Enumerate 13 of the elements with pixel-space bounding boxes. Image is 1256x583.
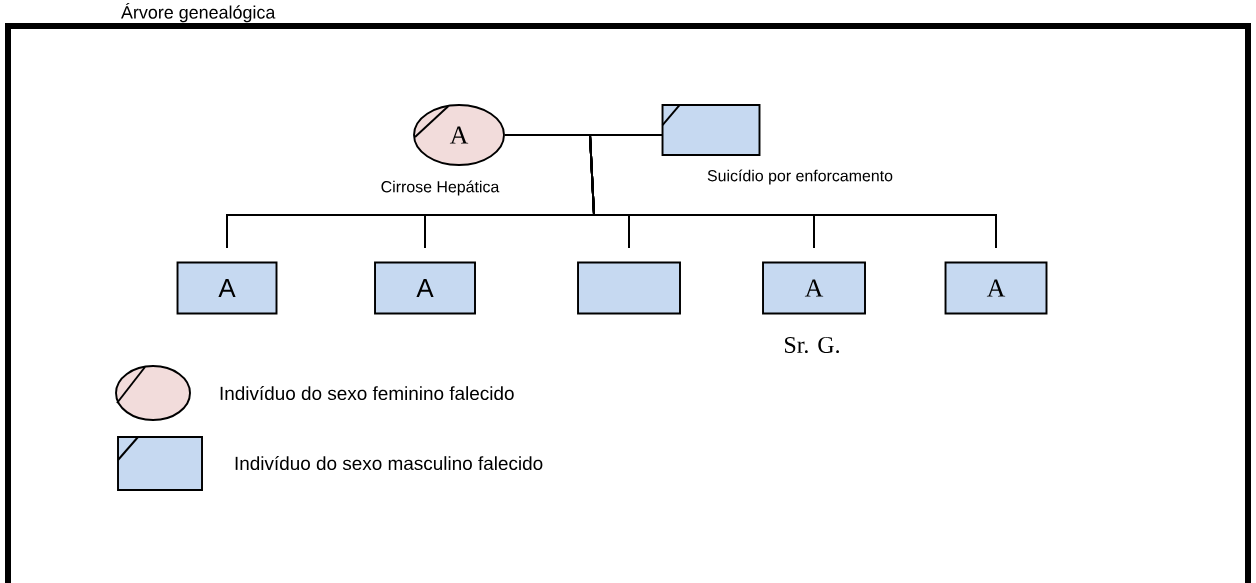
pedigree-box: A — [944, 261, 1048, 315]
title: Árvore genealógica — [121, 2, 276, 23]
connector-line — [589, 134, 997, 249]
legend-text: Indivíduo do sexo masculino falecido — [235, 455, 543, 471]
pedigree-box: A — [374, 261, 476, 315]
pedigree-box — [661, 104, 761, 156]
annotation: Suicídio por enforcamento — [707, 169, 893, 185]
legend-text: Indivíduo do sexo feminino falecido — [220, 385, 514, 401]
pedigree-box — [577, 261, 681, 315]
annotation: Cirrose Hepática — [381, 180, 500, 196]
pedigree-box: A — [762, 261, 866, 315]
pedigree-box: A — [176, 261, 278, 315]
annotation: Sr. G. — [785, 336, 839, 354]
